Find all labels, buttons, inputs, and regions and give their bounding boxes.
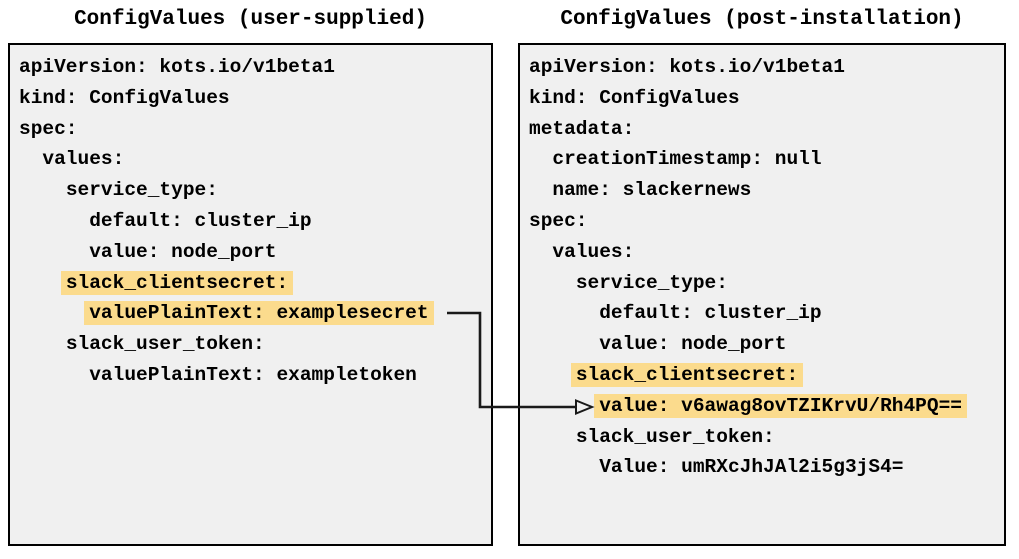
code-line: apiVersion: kots.io/v1beta1: [529, 52, 1004, 83]
code-line: Value: umRXcJhJAl2i5g3jS4=: [529, 452, 1004, 483]
left-panel-code: apiVersion: kots.io/v1beta1 kind: ConfigV…: [10, 45, 491, 391]
code-line: service_type:: [529, 268, 1004, 299]
code-text: kind: ConfigValues: [19, 86, 230, 109]
code-text: default: cluster_ip: [89, 209, 312, 232]
code-text: value: node_port: [599, 333, 787, 356]
code-text: apiVersion: kots.io/v1beta1: [529, 56, 845, 78]
code-line: values:: [529, 237, 1004, 268]
code-text: value: node_port: [89, 240, 277, 263]
code-line: values:: [19, 144, 491, 175]
code-text: valuePlainText: exampletoken: [89, 363, 417, 386]
code-text: Value: umRXcJhJAl2i5g3jS4=: [599, 456, 904, 479]
code-text: values:: [42, 148, 125, 171]
code-line: slack_clientsecret:: [19, 268, 491, 299]
code-line: value: node_port: [19, 237, 491, 268]
code-text: metadata:: [529, 117, 635, 140]
code-line: apiVersion: kots.io/v1beta1: [19, 52, 491, 83]
code-line: default: cluster_ip: [19, 206, 491, 237]
code-text: spec:: [19, 117, 78, 140]
code-line: spec:: [19, 114, 491, 145]
highlighted-code-text: slack_clientsecret:: [60, 270, 294, 295]
code-text: kind: ConfigValues: [529, 86, 740, 109]
code-text: name: slackernews: [552, 179, 752, 202]
code-line: default: cluster_ip: [529, 298, 1004, 329]
right-panel-title: ConfigValues (post-installation): [560, 8, 964, 31]
highlighted-code-text: valuePlainText: examplesecret: [84, 301, 434, 326]
right-panel-code: apiVersion: kots.io/v1beta1 kind: ConfigV…: [520, 45, 1004, 483]
code-text: slack_user_token:: [575, 425, 775, 448]
left-panel-title: ConfigValues (user-supplied): [74, 8, 427, 31]
code-line: value: v6awag8ovTZIKrvU/Rh4PQ==: [529, 391, 1004, 422]
code-line: creationTimestamp: null: [529, 144, 1004, 175]
code-line: kind: ConfigValues: [19, 83, 491, 114]
code-text: values:: [552, 240, 635, 263]
left-panel: apiVersion: kots.io/v1beta1 kind: ConfigV…: [8, 43, 493, 546]
code-line: name: slackernews: [529, 175, 1004, 206]
code-text: spec:: [529, 209, 588, 232]
code-line: slack_clientsecret:: [529, 360, 1004, 391]
code-line: slack_user_token:: [529, 422, 1004, 453]
code-line: service_type:: [19, 175, 491, 206]
code-line: valuePlainText: exampletoken: [19, 360, 491, 391]
highlighted-code-text: value: v6awag8ovTZIKrvU/Rh4PQ==: [594, 393, 967, 418]
right-panel: apiVersion: kots.io/v1beta1 kind: ConfigV…: [518, 43, 1006, 546]
code-line: value: node_port: [529, 329, 1004, 360]
code-text: default: cluster_ip: [599, 302, 822, 325]
code-text: creationTimestamp: null: [552, 148, 822, 171]
code-line: spec:: [529, 206, 1004, 237]
code-line: metadata:: [529, 114, 1004, 145]
code-line: kind: ConfigValues: [529, 83, 1004, 114]
code-line: slack_user_token:: [19, 329, 491, 360]
code-text: apiVersion: kots.io/v1beta1: [19, 56, 335, 78]
code-line: valuePlainText: examplesecret: [19, 298, 491, 329]
code-text: service_type:: [575, 271, 728, 294]
code-text: service_type:: [65, 179, 218, 202]
highlighted-code-text: slack_clientsecret:: [570, 362, 804, 387]
code-text: slack_user_token:: [65, 333, 265, 356]
